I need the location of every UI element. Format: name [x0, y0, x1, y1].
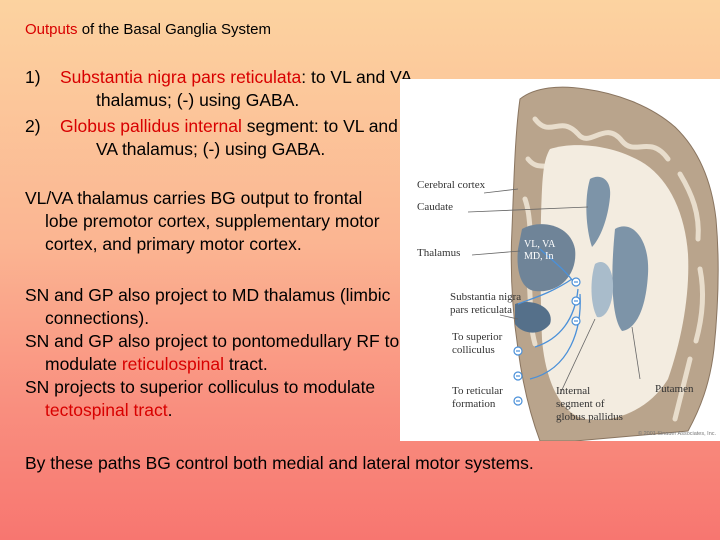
text: modulate: [45, 354, 122, 374]
list-item-highlight: Substantia nigra pars reticulata: [60, 67, 302, 87]
list-item-continuation: VA thalamus; (-) using GABA.: [96, 139, 326, 159]
list-item-text: segment: to VL and: [241, 116, 398, 136]
label-line: segment of: [556, 398, 605, 410]
text: .: [167, 400, 173, 420]
label-md-in: MD, In: [524, 251, 554, 262]
brain-section-illustration: [467, 86, 719, 441]
para-line: SN projects to superior colliculus to mo…: [25, 377, 376, 397]
label-putamen: Putamen: [655, 383, 694, 395]
list-item-2: 2) Globus pallidus internal segment: to V…: [25, 115, 398, 161]
basal-ganglia-figure: Cerebral cortex Caudate Thalamus Substan…: [400, 79, 720, 441]
label-line: Internal: [556, 385, 591, 397]
label-reticular-formation: To reticular formation: [452, 385, 503, 411]
label-line: Substantia nigra: [450, 291, 522, 303]
list-item-1: 1) Substantia nigra pars reticulata: to V…: [25, 66, 412, 112]
label-thalamus: Thalamus: [417, 247, 461, 259]
title-highlight: Outputs: [25, 21, 78, 38]
paragraph-projections: SN and GP also project to MD thalamus (l…: [25, 284, 399, 422]
label-line: To reticular: [452, 385, 503, 397]
para-line: cortex, and primary motor cortex.: [45, 234, 302, 254]
footer-statement: By these paths BG control both medial an…: [25, 453, 534, 473]
label-line: globus pallidus: [556, 411, 623, 423]
para-line: tectospinal tract.: [25, 399, 399, 422]
reticulospinal-highlight: reticulospinal: [121, 354, 224, 374]
para-line: connections).: [45, 308, 150, 328]
figure-copyright: © 2001 Sinauer Associates, Inc.: [638, 431, 717, 437]
label-line: pars reticulata: [450, 304, 512, 316]
para-line: VL/VA thalamus carries BG output to fron…: [25, 188, 363, 208]
label-vl-va: VL, VA: [524, 239, 556, 250]
paragraph-vl-va: VL/VA thalamus carries BG output to fron…: [25, 187, 380, 256]
label-line: colliculus: [452, 344, 495, 356]
list-item-continuation: thalamus; (-) using GABA.: [96, 90, 300, 110]
title-rest: of the Basal Ganglia System: [77, 21, 271, 38]
label-internal-segment-gp: Internal segment of globus pallidus: [556, 385, 623, 424]
para-line: SN and GP also project to MD thalamus (l…: [25, 285, 391, 305]
label-superior-colliculus: To superior colliculus: [452, 331, 502, 357]
para-line: modulate reticulospinal tract.: [25, 353, 399, 376]
list-number: 1): [25, 67, 41, 87]
para-line: SN and GP also project to pontomedullary…: [25, 331, 400, 351]
label-substantia-nigra: Substantia nigra pars reticulata: [450, 291, 521, 317]
text: tract.: [224, 354, 268, 374]
tectospinal-highlight: tectospinal tract: [45, 400, 168, 420]
slide-title: Outputs of the Basal Ganglia System: [25, 21, 271, 38]
list-item-text: : to VL and VA: [301, 67, 413, 87]
label-cerebral-cortex: Cerebral cortex: [417, 179, 486, 191]
list-number: 2): [25, 116, 41, 136]
list-item-highlight: Globus pallidus internal: [60, 116, 242, 136]
label-caudate: Caudate: [417, 201, 454, 213]
para-line: lobe premotor cortex, supplementary moto…: [45, 211, 380, 231]
label-line: To superior: [452, 331, 503, 343]
label-line: formation: [452, 398, 496, 410]
